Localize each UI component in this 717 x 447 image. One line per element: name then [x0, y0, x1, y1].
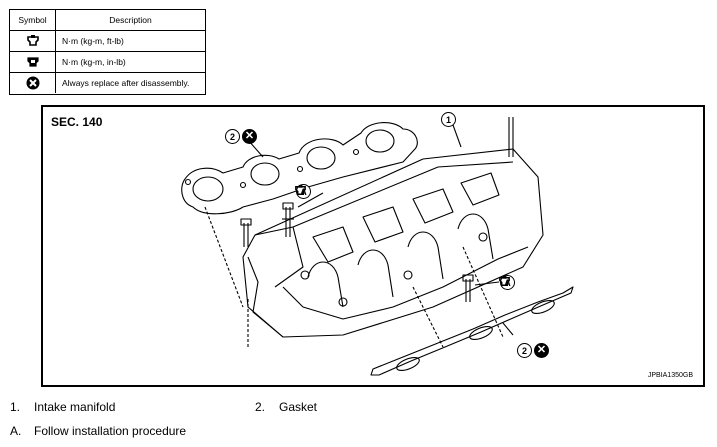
callout-torque-upper: A	[294, 184, 311, 199]
note-item: 1. Intake manifold	[10, 400, 115, 414]
symbol-legend-table: Symbol Description N·m (kg-m, ft-lb) N·m…	[9, 9, 206, 95]
callout-intake-manifold: 1	[441, 112, 456, 127]
note-text: Follow installation procedure	[34, 424, 187, 438]
legend-description: Always replace after disassembly.	[62, 78, 190, 88]
lower-gasket-outline	[370, 286, 574, 376]
part-number-2: 2	[517, 343, 532, 358]
legend-description: N·m (kg-m, in-lb)	[62, 57, 126, 67]
note-key: A.	[10, 424, 22, 438]
section-label: SEC. 140	[51, 115, 103, 129]
legend-header-description: Description	[109, 15, 152, 25]
leader-lines	[247, 124, 514, 336]
exploded-view-frame: SEC. 140 JPBIA1350GB 2 ✕ 1 A A 2 ✕	[41, 105, 705, 387]
part-number-2: 2	[225, 129, 240, 144]
part-number-1: 1	[441, 112, 456, 127]
figure-code: JPBIA1350GB	[647, 372, 693, 379]
upper-gasket-outline	[181, 122, 418, 215]
legend-description: N·m (kg-m, ft-lb)	[62, 36, 124, 46]
intake-manifold-body	[242, 148, 544, 338]
torque-wrench-small-icon	[10, 52, 56, 72]
callout-upper-gasket: 2 ✕	[225, 129, 257, 144]
legend-header-row: Symbol Description	[10, 10, 205, 30]
legend-row: N·m (kg-m, in-lb)	[10, 51, 205, 72]
note-text: Intake manifold	[34, 400, 116, 414]
alignment-lines	[204, 206, 504, 348]
parts-notes: 1. Intake manifold 2. Gasket A. Follow inst…	[10, 400, 710, 444]
note-text: Gasket	[279, 400, 318, 414]
callout-lower-gasket: 2 ✕	[517, 343, 549, 358]
bolts	[240, 117, 514, 302]
legend-row: N·m (kg-m, ft-lb)	[10, 30, 205, 51]
callout-torque-lower: A	[498, 275, 515, 290]
torque-wrench-icon	[10, 31, 56, 51]
always-replace-icon	[10, 73, 56, 93]
note-item: 2. Gasket	[255, 400, 317, 414]
note-key: 2.	[255, 400, 266, 414]
legend-row: Always replace after disassembly.	[10, 72, 205, 93]
intake-manifold-drawing	[181, 117, 574, 376]
note-item: A. Follow installation procedure	[10, 424, 186, 438]
always-replace-icon: ✕	[242, 129, 257, 144]
note-key: 1.	[10, 400, 21, 414]
legend-header-symbol: Symbol	[10, 10, 56, 30]
always-replace-icon: ✕	[534, 343, 549, 358]
